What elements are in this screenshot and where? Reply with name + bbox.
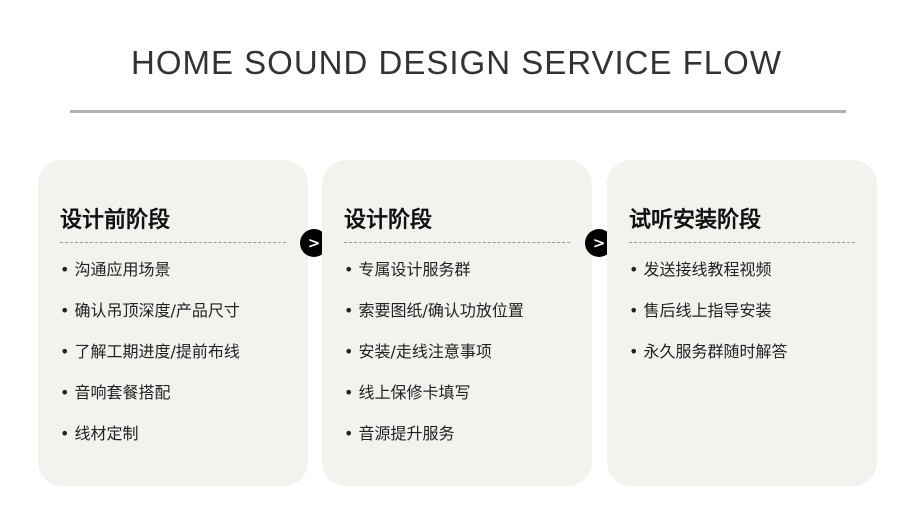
- stage-card-design: 设计阶段 专属设计服务群 索要图纸/确认功放位置 安装/走线注意事项 线上保修卡…: [322, 160, 592, 486]
- list-item: 线上保修卡填写: [344, 381, 524, 422]
- stage-title: 试听安装阶段: [629, 208, 762, 233]
- list-item: 安装/走线注意事项: [344, 340, 524, 381]
- list-item: 线材定制: [60, 422, 240, 463]
- list-item: 音源提升服务: [344, 422, 524, 463]
- stage-title: 设计阶段: [344, 208, 433, 233]
- list-item: 发送接线教程视频: [629, 258, 787, 299]
- stage-card-install: 试听安装阶段 发送接线教程视频 售后线上指导安装 永久服务群随时解答: [607, 160, 877, 486]
- list-item: 永久服务群随时解答: [629, 340, 787, 381]
- dashed-divider: [344, 242, 570, 243]
- dashed-divider: [60, 242, 286, 243]
- divider: [70, 110, 846, 113]
- page-title: HOME SOUND DESIGN SERVICE FLOW: [131, 44, 782, 81]
- dashed-divider: [629, 242, 855, 243]
- stage-title: 设计前阶段: [60, 208, 171, 233]
- list-item: 专属设计服务群: [344, 258, 524, 299]
- stage-card-pre-design: 设计前阶段 沟通应用场景 确认吊顶深度/产品尺寸 了解工期进度/提前布线 音响套…: [38, 160, 308, 486]
- list-item: 了解工期进度/提前布线: [60, 340, 239, 381]
- list-item: 售后线上指导安装: [629, 299, 787, 340]
- list-item: 确认吊顶深度/产品尺寸: [60, 299, 239, 340]
- list-item: 沟通应用场景: [60, 258, 240, 299]
- list-item: 索要图纸/确认功放位置: [344, 299, 523, 340]
- list-item: 音响套餐搭配: [60, 381, 240, 422]
